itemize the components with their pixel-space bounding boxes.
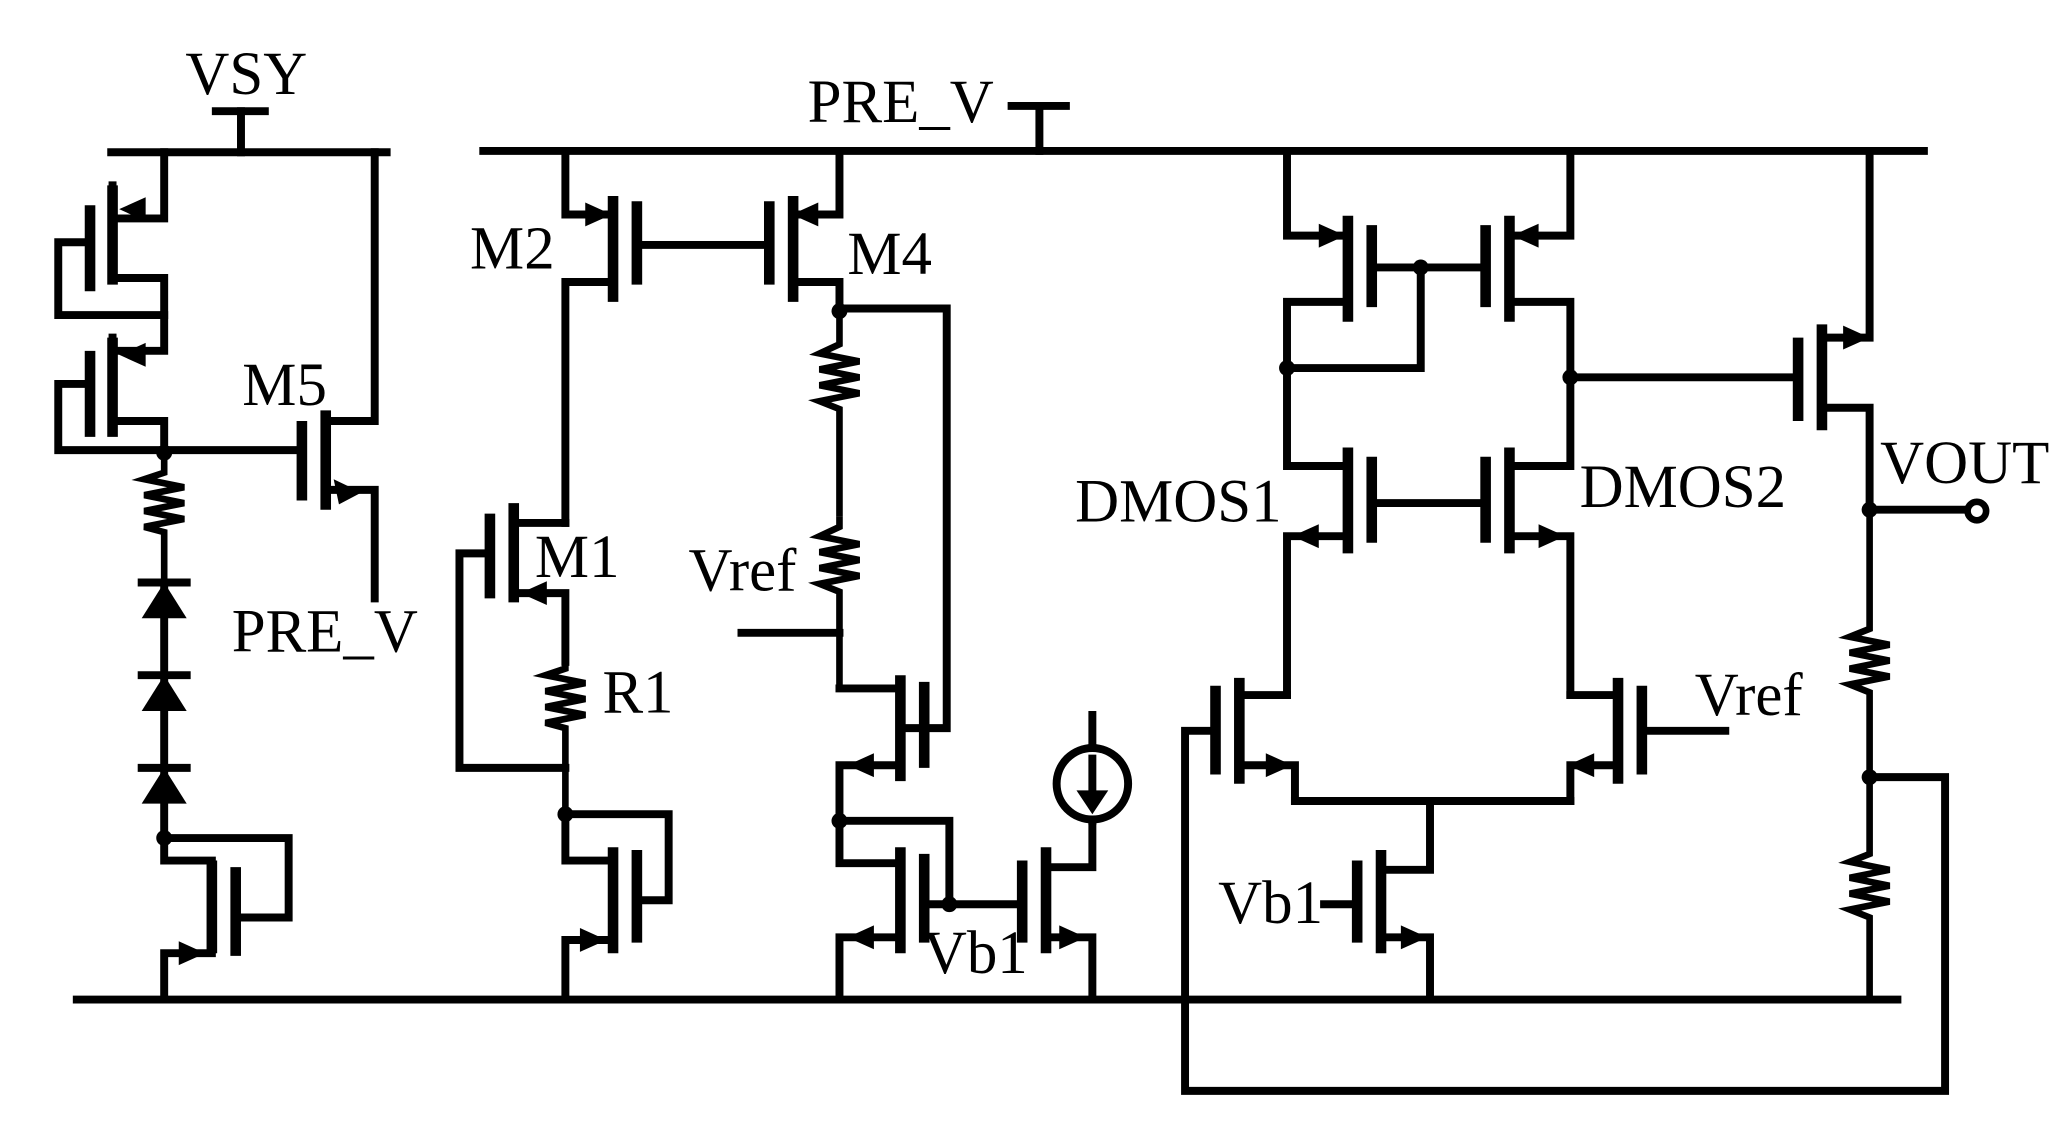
label-vb1-mirror: Vb1 [923, 920, 1028, 987]
label-m5: M5 [242, 352, 327, 419]
nmos-input-left [1210, 677, 1299, 805]
pmos-load-right [1480, 146, 1575, 382]
pmos-load-left [1283, 146, 1378, 373]
label-vb1-tail: Vb1 [1218, 870, 1323, 937]
label-dmos1: DMOS1 [1075, 469, 1281, 536]
feedback-loop-wire [1181, 726, 1950, 1095]
feedback-resistor-lower [1838, 777, 1891, 1000]
resistor-lower [808, 516, 860, 689]
nmos-diode-m1-bottom [561, 810, 673, 1004]
resistor-r1 [532, 661, 586, 815]
pmos-diode-upper [54, 148, 169, 320]
nmos-tail [1351, 796, 1434, 1004]
transistor-m1 [455, 503, 570, 772]
label-m4: M4 [847, 221, 932, 288]
label-vref-right: Vref [1695, 662, 1804, 729]
nmos-mirror-right [1016, 816, 1097, 1004]
transistor-dmos2 [1480, 373, 1575, 700]
label-pre-v-top: PRE_V [808, 69, 994, 136]
label-dmos2: DMOS2 [1580, 454, 1786, 521]
load-diode-wire [1283, 263, 1425, 373]
pmos-pass-device [1792, 146, 1874, 514]
nmos-mirror-left [835, 816, 954, 1004]
label-vref-left: Vref [689, 537, 798, 604]
nmos-cascode [835, 675, 930, 825]
m4-feedback-wire [835, 304, 951, 733]
label-r1: R1 [602, 659, 673, 726]
label-vout: VOUT [1880, 430, 2049, 497]
vsy-supply-terminal [211, 107, 269, 157]
pmos-diode-lower [54, 311, 169, 455]
nmos-input-right [1566, 677, 1648, 805]
transistor-m2 [561, 146, 643, 527]
transistor-m4 [763, 146, 844, 313]
diode-string [137, 578, 191, 839]
vout-terminal [1964, 498, 1990, 524]
label-m1: M1 [535, 524, 620, 591]
nmos-diode-bottom [160, 834, 293, 1004]
resistor-upper [808, 311, 860, 517]
label-m2: M2 [470, 216, 555, 283]
label-pre-v-side: PRE_V [232, 598, 418, 665]
pre-v-supply-terminal [1007, 101, 1070, 155]
mirror-gate-junction [941, 896, 958, 913]
feedback-resistor-upper [1838, 509, 1891, 778]
current-source [1052, 710, 1133, 825]
transistor-m5 [296, 148, 379, 603]
bias-resistor [131, 452, 185, 583]
label-vsy: VSY [185, 41, 307, 108]
transistor-dmos1 [1283, 364, 1378, 700]
